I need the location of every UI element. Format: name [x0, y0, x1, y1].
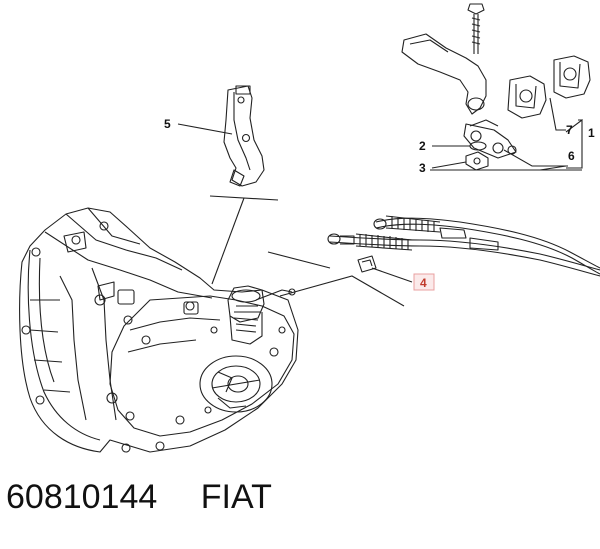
callout-4: 4	[420, 276, 427, 290]
gearbox-housing	[19, 207, 299, 453]
brand-name: FIAT	[200, 478, 272, 516]
callout-4-box	[413, 273, 435, 291]
leader-3	[431, 161, 467, 169]
callout-2: 2	[419, 139, 426, 153]
footer-caption: 60810144 FIAT	[6, 478, 272, 517]
leader-5	[177, 123, 233, 135]
callout-5: 5	[164, 117, 171, 131]
callout-labels: 1 2 3 4 5 6 7	[164, 117, 595, 291]
leader-7	[549, 97, 566, 131]
callout-1: 1	[588, 126, 595, 140]
part-number: 60810144	[6, 478, 158, 516]
callout-6: 6	[568, 149, 575, 163]
leader-1	[565, 118, 583, 169]
gear-lever-assembly	[401, 3, 591, 171]
leader-4	[371, 267, 413, 283]
callout-3: 3	[419, 161, 426, 175]
leader-lines	[177, 97, 583, 307]
callout-7: 7	[566, 123, 573, 137]
gearshift-cables	[327, 215, 600, 277]
leader-6	[503, 149, 568, 167]
part-5-bracket	[223, 85, 265, 187]
